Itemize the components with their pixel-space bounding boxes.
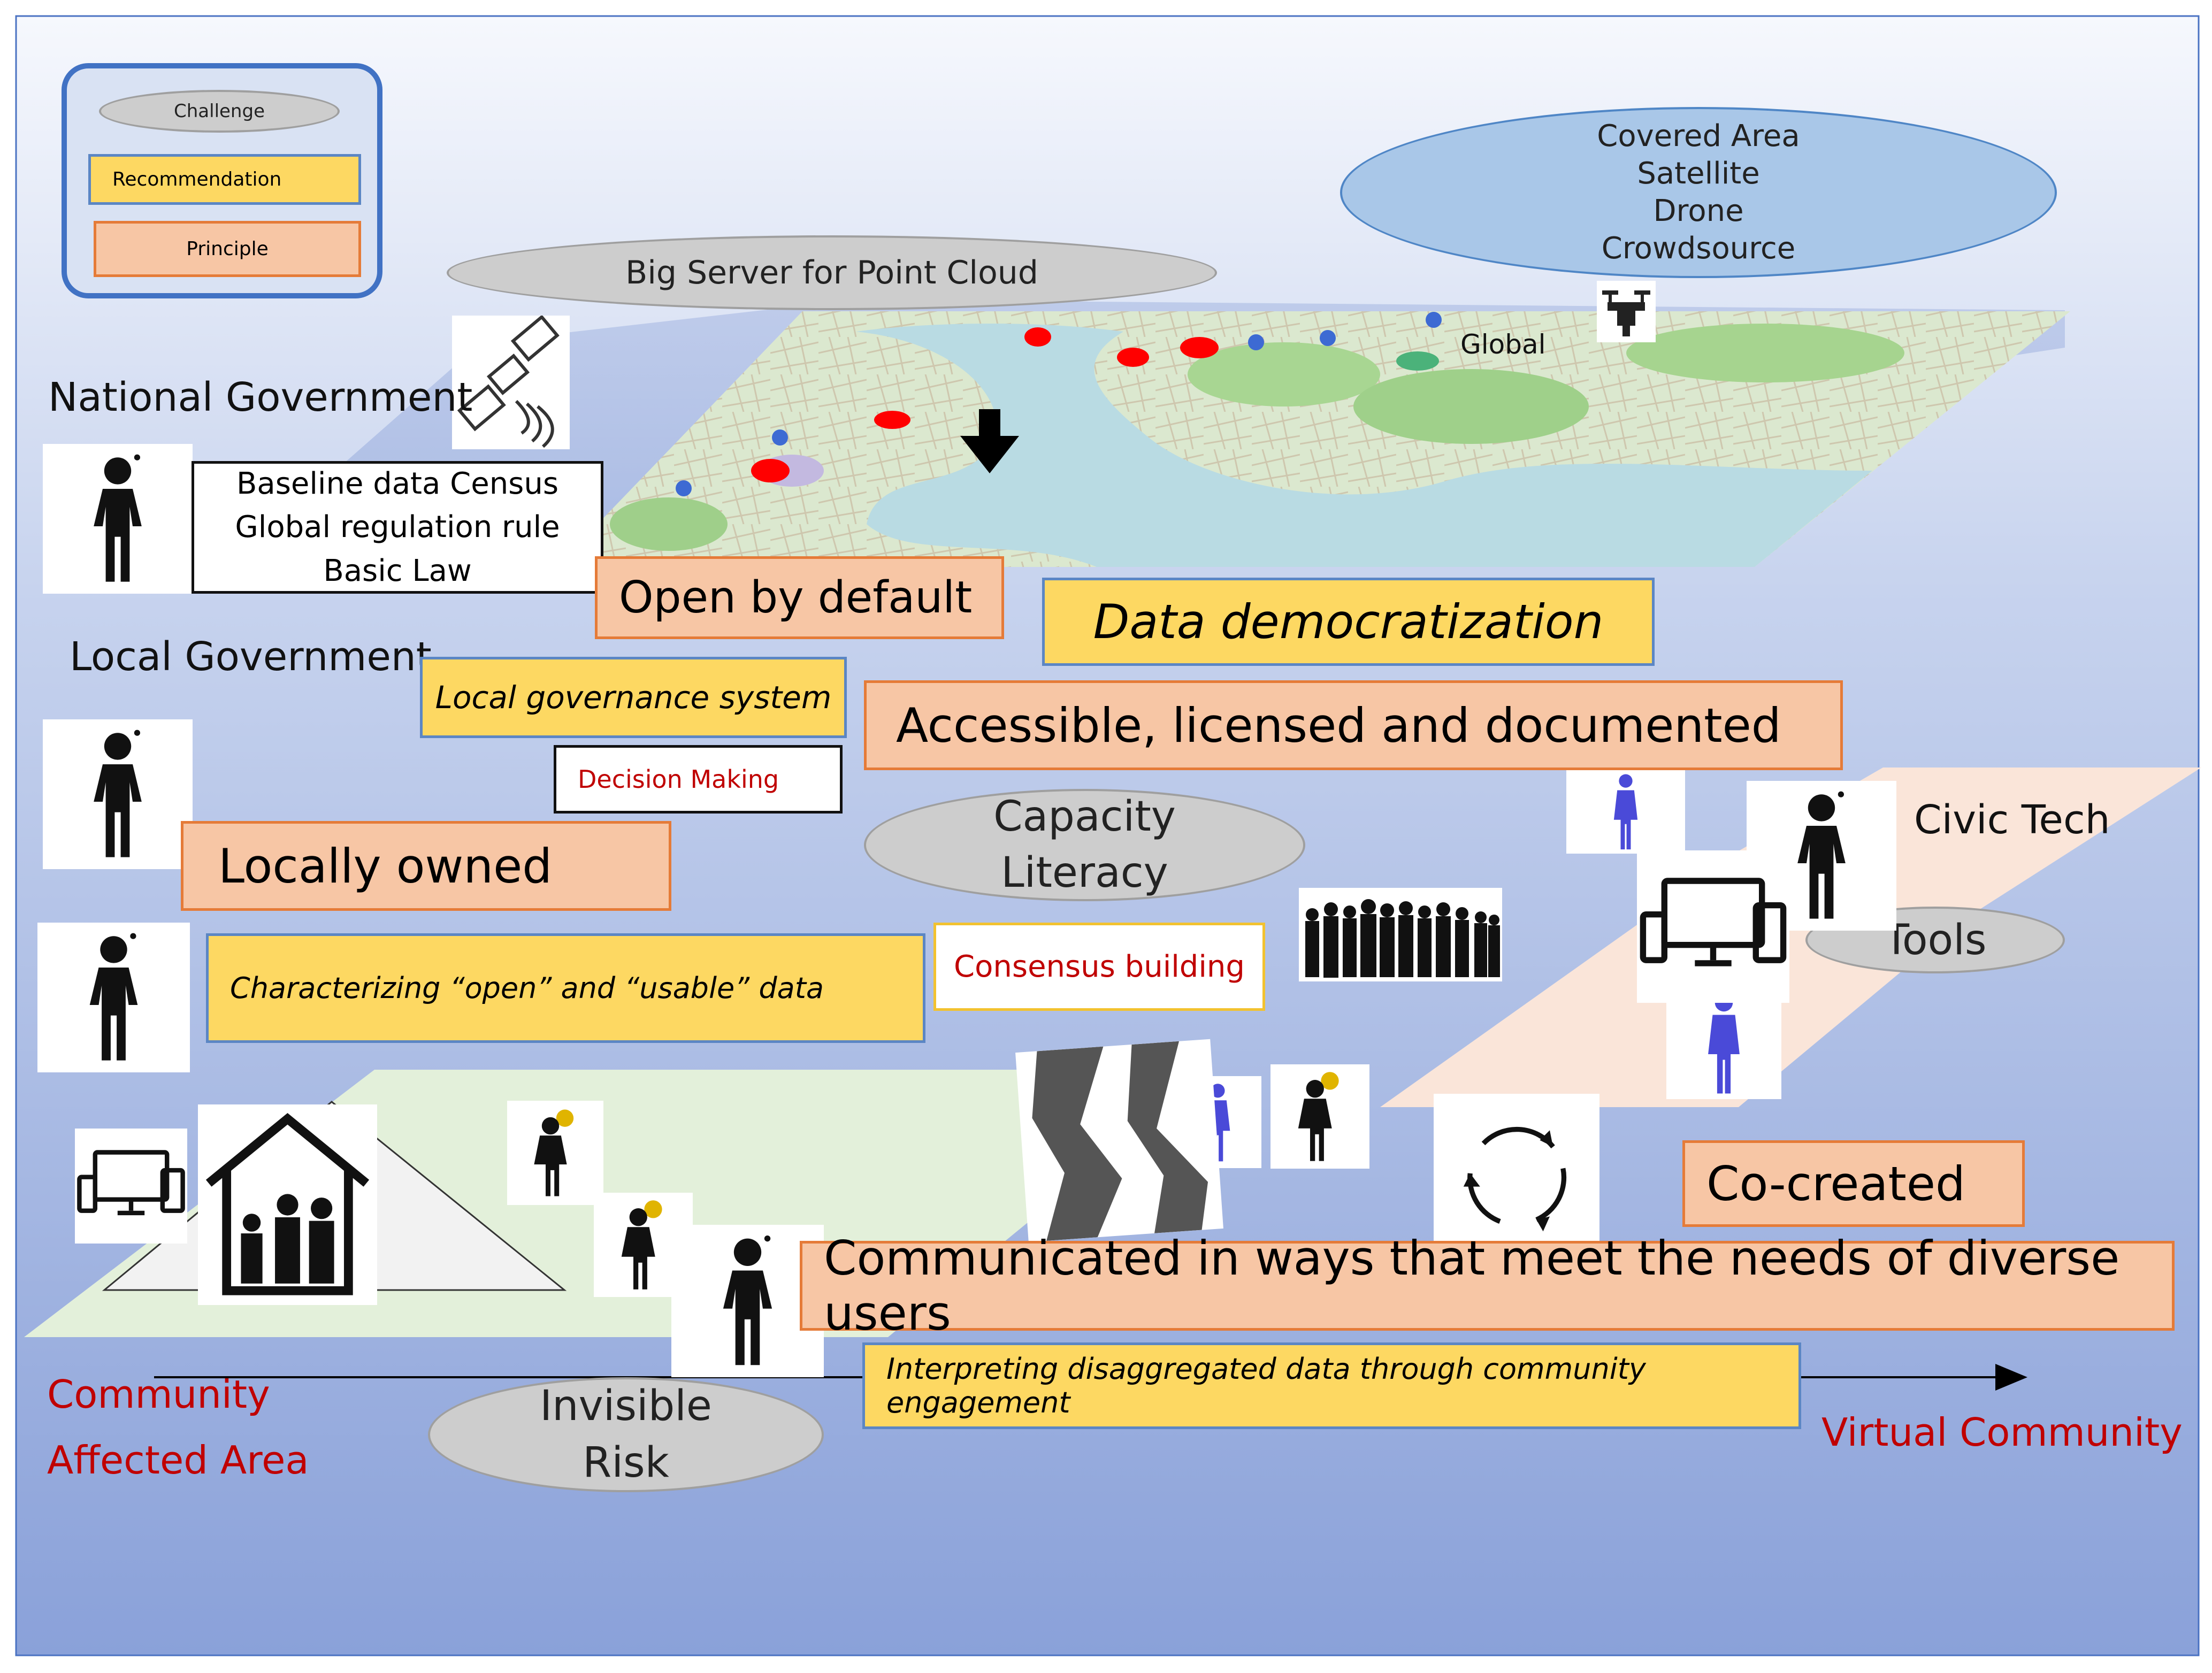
challenge-big-server: Big Server for Point Cloud bbox=[447, 235, 1217, 310]
map-global-label: Global bbox=[1460, 329, 1546, 360]
principle-locally-owned: Locally owned bbox=[181, 821, 671, 911]
principle-open-by-default: Open by default bbox=[595, 556, 1004, 639]
woman-idea-icon bbox=[594, 1193, 693, 1297]
legend-challenge: Challenge bbox=[99, 90, 340, 133]
person-icon bbox=[43, 444, 193, 594]
person-icon bbox=[37, 923, 190, 1072]
challenge-invisible-risk: Invisible Risk bbox=[428, 1377, 824, 1492]
crowd-icon bbox=[1299, 888, 1502, 981]
down-arrow-icon bbox=[960, 409, 1019, 473]
legend: Challenge Recommendation Principle bbox=[62, 63, 382, 298]
risk-label: Risk bbox=[583, 1438, 669, 1487]
woman-idea-icon bbox=[1270, 1064, 1369, 1169]
axis-virtual-community-label: Virtual Community bbox=[1821, 1410, 2183, 1455]
communicated-label: Communicated in ways that meet the needs… bbox=[824, 1231, 2120, 1341]
civic-tech-label: Civic Tech bbox=[1914, 797, 2110, 843]
civic-plane bbox=[1380, 768, 2201, 1107]
coverage-ellipse: Covered Area Satellite Drone Crowdsource bbox=[1340, 107, 2057, 278]
devices-icon bbox=[75, 1129, 187, 1244]
big-server-label: Big Server for Point Cloud bbox=[625, 254, 1038, 291]
national-baseline-box: Baseline data Census Global regulation r… bbox=[192, 461, 603, 594]
legend-recommendation-label: Recommendation bbox=[112, 168, 282, 190]
decision-making-box: Decision Making bbox=[554, 745, 843, 814]
consensus-building-box: Consensus building bbox=[933, 923, 1265, 1011]
consensus-building-label: Consensus building bbox=[954, 949, 1245, 984]
challenge-capacity: Capacity Literacy bbox=[864, 789, 1305, 901]
interpreting-label: Interpreting disaggregated data through … bbox=[886, 1352, 1646, 1419]
woman-idea-icon bbox=[507, 1101, 603, 1205]
satellite-icon bbox=[452, 316, 570, 449]
person-icon bbox=[43, 719, 193, 869]
legend-challenge-label: Challenge bbox=[174, 101, 265, 122]
local-government-label: Local Government bbox=[70, 634, 432, 680]
woman-icon bbox=[1666, 987, 1781, 1099]
data-democratization-label: Data democratization bbox=[1093, 594, 1604, 649]
axis-affected-area-label: Affected Area bbox=[47, 1438, 309, 1483]
drone-icon bbox=[1597, 281, 1656, 342]
principle-co-created: Co-created bbox=[1682, 1140, 2025, 1227]
legend-principle: Principle bbox=[94, 221, 361, 277]
recommendation-characterizing: Characterizing “open” and “usable” data bbox=[206, 933, 925, 1043]
recommendation-data-democratization: Data democratization bbox=[1042, 578, 1655, 666]
decision-making-label: Decision Making bbox=[578, 765, 779, 794]
road-image bbox=[1015, 1039, 1223, 1242]
axis-arrow-icon bbox=[1995, 1364, 2027, 1391]
woman-icon bbox=[1566, 769, 1685, 854]
refresh-cycle-icon bbox=[1434, 1094, 1599, 1260]
open-by-default-label: Open by default bbox=[619, 572, 973, 623]
coverage-drone-label: Drone bbox=[1653, 194, 1744, 228]
literacy-label: Literacy bbox=[1001, 849, 1168, 897]
legend-principle-label: Principle bbox=[186, 238, 269, 260]
locally-owned-label: Locally owned bbox=[218, 838, 553, 894]
coverage-satellite-label: Satellite bbox=[1637, 156, 1760, 191]
recommendation-interpreting: Interpreting disaggregated data through … bbox=[862, 1342, 1801, 1429]
baseline-census-text: Baseline data Census bbox=[236, 466, 559, 502]
devices-icon bbox=[1637, 850, 1789, 1003]
axis-community-label: Community bbox=[47, 1372, 270, 1417]
basic-law-text: Basic Law bbox=[323, 553, 472, 588]
coverage-area-label: Covered Area bbox=[1597, 119, 1800, 154]
house-family-icon bbox=[198, 1104, 377, 1305]
legend-recommendation: Recommendation bbox=[88, 154, 361, 205]
map-plane bbox=[556, 311, 2070, 567]
coverage-crowdsource-label: Crowdsource bbox=[1601, 231, 1796, 266]
principle-communicated: Communicated in ways that meet the needs… bbox=[800, 1231, 2175, 1341]
person-icon bbox=[671, 1225, 824, 1377]
tools-label: Tools bbox=[1884, 916, 1987, 964]
accessible-label: Accessible, licensed and documented bbox=[896, 697, 1781, 753]
national-government-label: National Government bbox=[48, 374, 473, 420]
characterizing-label: Characterizing “open” and “usable” data bbox=[230, 971, 824, 1005]
capacity-label: Capacity bbox=[993, 792, 1176, 841]
co-created-label: Co-created bbox=[1706, 1156, 1965, 1211]
invisible-label: Invisible bbox=[540, 1382, 712, 1431]
local-governance-label: Local governance system bbox=[435, 679, 832, 716]
recommendation-local-governance: Local governance system bbox=[420, 657, 847, 738]
global-regulation-text: Global regulation rule bbox=[235, 510, 560, 545]
principle-accessible: Accessible, licensed and documented bbox=[864, 680, 1843, 770]
